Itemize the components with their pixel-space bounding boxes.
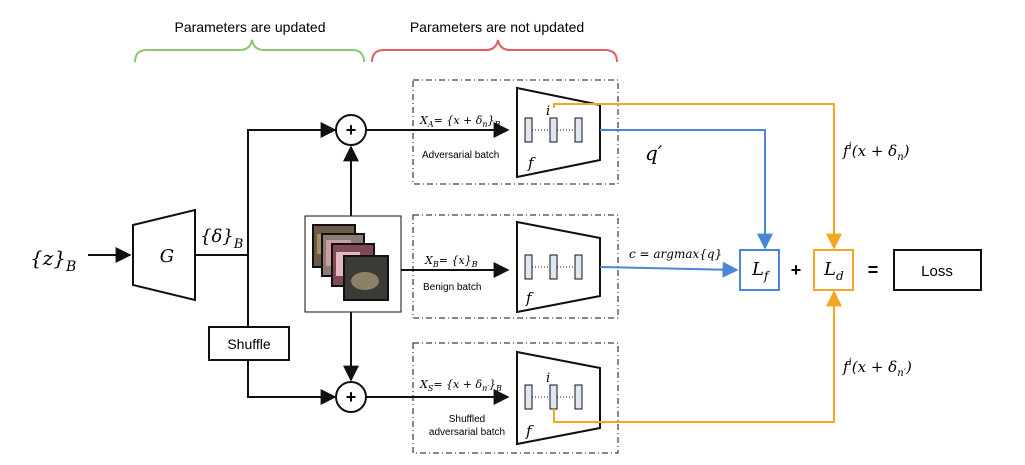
c-expr-label: c = argmax{q} [629, 247, 722, 261]
classifier-adversarial: f i [516, 86, 601, 179]
classifier-adversarial-layer-3 [574, 117, 583, 143]
z-batch-label: {z}B [30, 246, 76, 275]
image-card-4-detail [351, 272, 379, 290]
ld-loss-block [813, 249, 854, 291]
top-adder-symbol: + [346, 120, 357, 140]
adversarial-batch-label: Adversarial batch [422, 150, 499, 161]
shuffled-batch-expr: XS= {x + δn′}B [419, 378, 502, 393]
shuffled-batch-label-line1: Shuffled [449, 414, 486, 425]
classifier-adversarial-f: f [527, 154, 536, 172]
classifier-shuffled-layer-2 [549, 384, 558, 410]
brace-not-updated [371, 39, 618, 63]
shuffle-label: Shuffle [227, 336, 271, 352]
shuffled-batch-label-line2: adversarial batch [429, 427, 505, 438]
loss-plus-sign: + [791, 260, 802, 280]
f-i-bottom-label: fi(x + δn′) [842, 357, 912, 379]
bottom-adder-symbol: + [346, 387, 357, 407]
benign-batch-label: Benign batch [423, 282, 481, 293]
classifier-adversarial-layer-1 [524, 117, 533, 143]
f-i-top-label: fi(x + δn) [842, 141, 910, 163]
classifier-adversarial-body [516, 86, 601, 179]
classifier-benign-layer-1 [524, 254, 533, 280]
branch-shuffle-to-bottom-adder [247, 360, 337, 405]
adversarial-batch-expr: XA= {x + δn}B [419, 114, 501, 129]
classifier-shuffled: f i [516, 350, 601, 446]
adversarial-feature-signal [553, 103, 842, 250]
header-updated: Parameters are updated [175, 19, 326, 35]
total-loss-block [893, 249, 982, 291]
classifier-shuffled-i: i [546, 371, 550, 386]
shuffled-feature-signal [553, 290, 842, 423]
adversarial-batch-box [412, 79, 619, 185]
classifier-benign-layer-2 [549, 254, 558, 280]
image-stack [312, 224, 389, 301]
classifier-benign: f [516, 220, 601, 314]
benign-batch-expr: XB= {x}B [424, 254, 478, 269]
ld-loss-label: Ld [823, 259, 844, 283]
brace-updated [134, 39, 365, 63]
header-not-updated: Parameters are not updated [410, 19, 584, 35]
classifier-adversarial-i: i [546, 104, 550, 119]
classifier-benign-f: f [525, 289, 534, 307]
classifier-benign-layer-3 [574, 254, 583, 280]
lf-loss-label: Lf [751, 259, 771, 283]
classifier-adversarial-layer-2 [549, 117, 558, 143]
classifier-shuffled-layer-1 [524, 384, 533, 410]
q-prime-signal [600, 129, 773, 250]
classifier-benign-body [516, 220, 601, 314]
classifier-shuffled-layer-3 [574, 384, 583, 410]
loss-equals-sign: = [868, 260, 879, 280]
generator-label: G [160, 246, 174, 267]
q-prime-label: q′ [645, 141, 663, 165]
branch-to-top-adder [247, 122, 337, 255]
generator-block [132, 208, 196, 302]
delta-batch-label: {δ}B [200, 226, 243, 252]
total-loss-label: Loss [921, 263, 953, 280]
benign-signal [599, 261, 739, 278]
lf-loss-block [739, 249, 780, 291]
classifier-shuffled-f: f [525, 422, 534, 440]
shuffle-block [208, 326, 290, 361]
shuffled-batch-box [412, 342, 619, 454]
